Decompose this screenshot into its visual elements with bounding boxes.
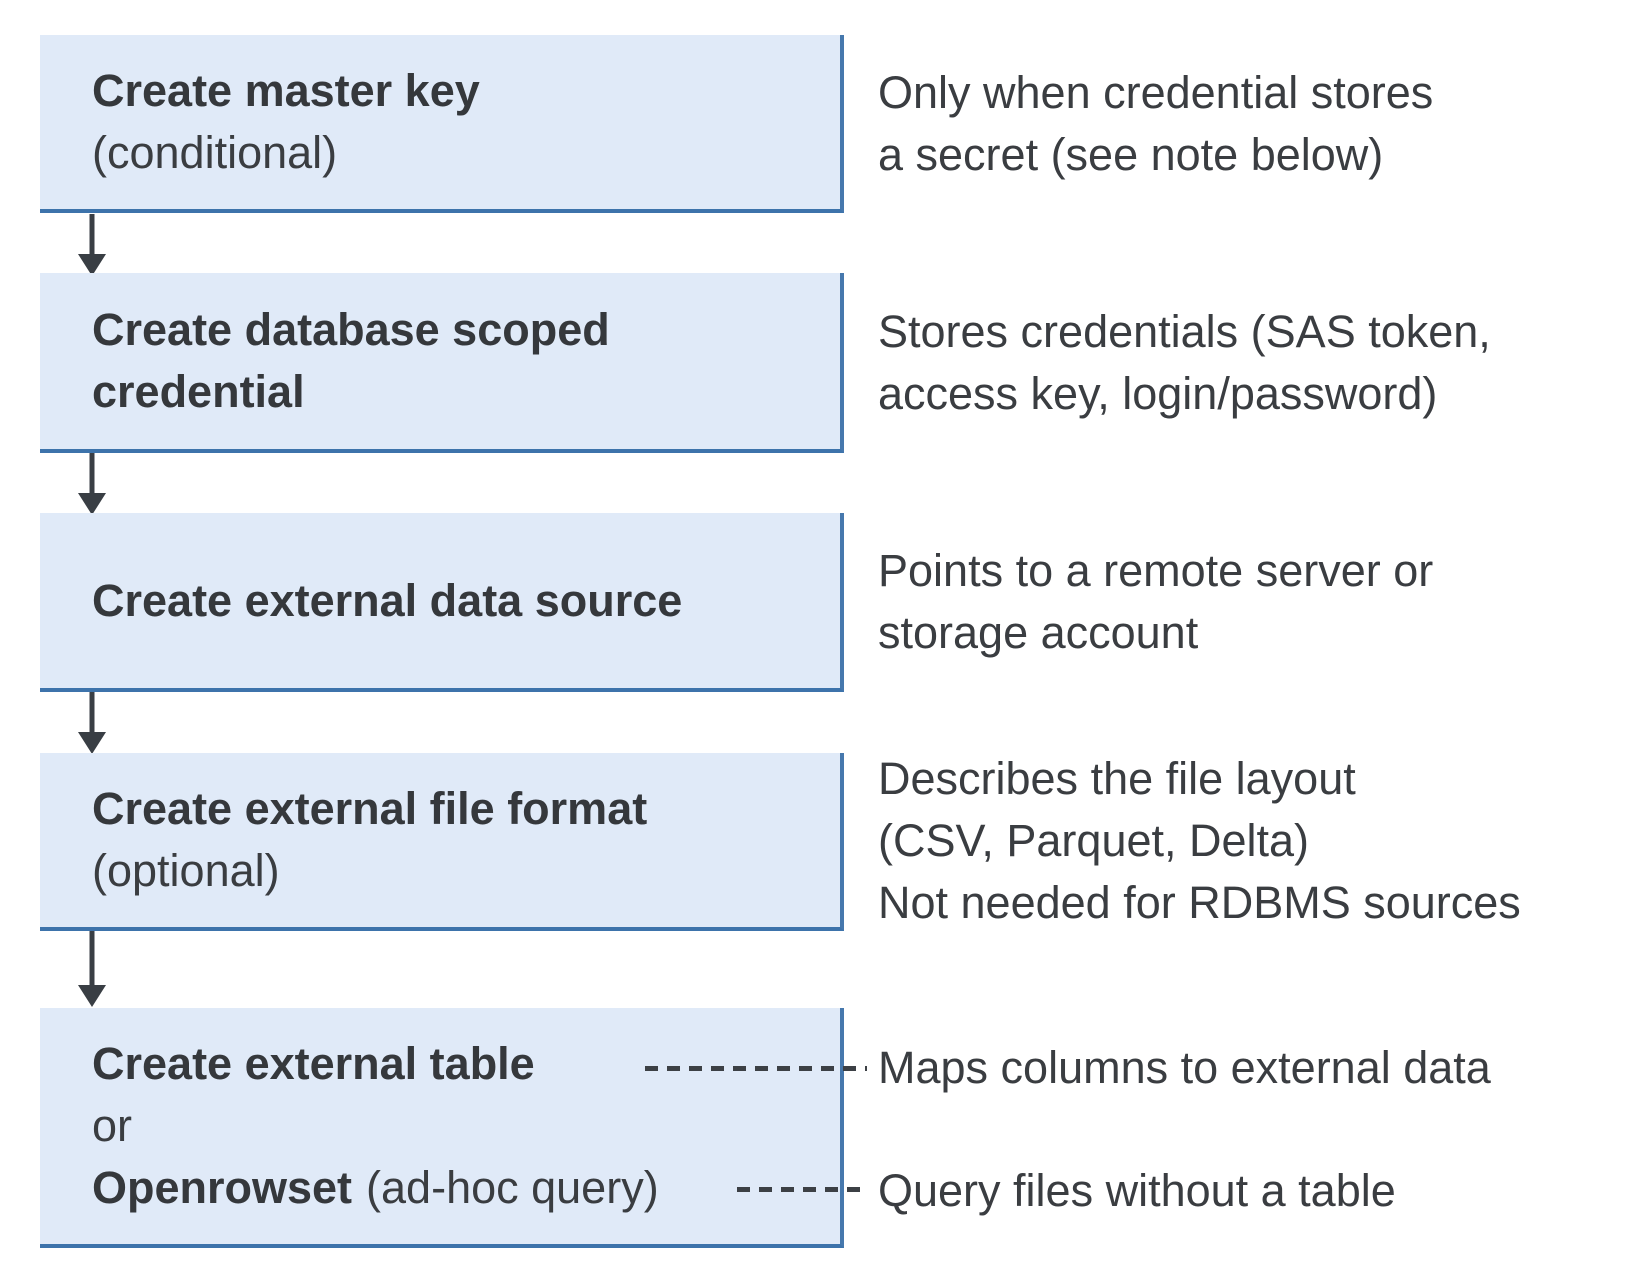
step-alt-title: Openrowset [92,1162,353,1213]
note-external-file-format: Describes the file layout (CSV, Parquet,… [878,753,1521,928]
flow-arrow-down-icon [78,214,106,276]
step-box-external-file-format: Create external file format (optional) [40,753,844,931]
step-alt-qualifier: (ad-hoc query) [366,1162,659,1213]
note-external-data-source: Points to a remote server or storage acc… [878,545,1434,658]
note-master-key: Only when credential stores a secret (se… [878,67,1434,180]
flow-arrow-down-icon [78,931,106,1007]
step-title: Create external file format [92,783,648,834]
step-box-external-data-source: Create external data source [40,513,844,692]
note-external-table: Maps columns to external data [878,1042,1491,1093]
note-openrowset: Query files without a table [878,1165,1396,1216]
step-title: Create external data source [92,574,683,626]
flow-arrow-down-icon [78,453,106,515]
step-box-create-master-key: Create master key (conditional) [40,35,844,213]
step-qualifier: (conditional) [92,127,338,178]
step-box-database-scoped-credential: Create database scoped credential [40,273,844,453]
note-scoped-credential: Stores credentials (SAS token, access ke… [878,306,1491,419]
step-title: Create external table [92,1038,535,1089]
step-or-label: or [92,1100,133,1151]
step-title: Create master key [92,65,480,116]
dashed-connector-openrowset [737,1187,867,1192]
flow-arrow-down-icon [78,692,106,754]
step-title: Create database scoped credential [92,304,610,417]
dashed-connector-external-table [645,1066,867,1071]
step-qualifier: (optional) [92,845,280,896]
step-box-external-table-or-openrowset: Create external table or Openrowset (ad-h… [40,1008,844,1248]
